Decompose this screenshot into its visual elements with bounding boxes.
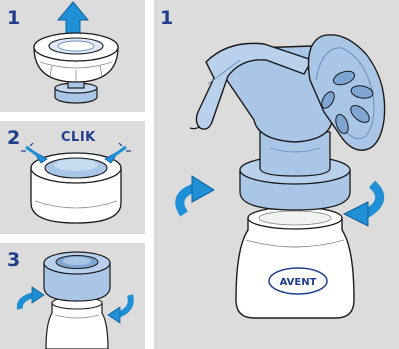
rotate-arrow-icon xyxy=(20,287,44,309)
attach-bottle-illustration xyxy=(0,243,145,349)
step-1-small-panel: 1 xyxy=(0,0,145,112)
diaphragm-illustration xyxy=(0,0,145,112)
step-2-panel: 2 CLIK xyxy=(0,121,145,234)
rotate-arrow-icon xyxy=(180,176,214,214)
bottle: AVENT xyxy=(236,207,354,318)
press-arrow-icon xyxy=(105,143,131,163)
breast-pump-illustration: AVENT xyxy=(154,0,399,349)
press-arrow-icon xyxy=(21,143,47,163)
press-cap-illustration xyxy=(0,121,145,234)
step-3-panel: 3 xyxy=(0,243,145,349)
rotate-arrow-icon xyxy=(108,295,131,323)
step-1-large-panel: 1 AVENT xyxy=(154,0,399,349)
avent-logo: AVENT xyxy=(280,277,317,288)
arrow-up-icon xyxy=(58,2,88,34)
